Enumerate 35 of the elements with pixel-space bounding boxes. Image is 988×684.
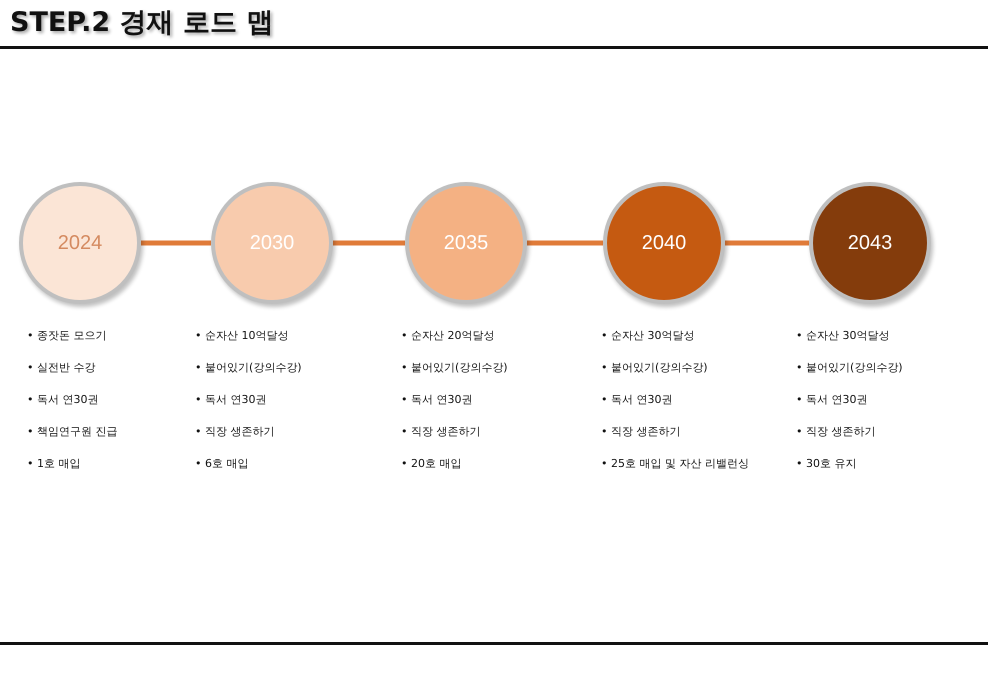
goal-list-item: • 실전반 수강 <box>27 360 96 376</box>
goal-list-item: • 직장 생존하기 <box>601 424 680 440</box>
goal-list-item: • 독서 연30권 <box>401 392 472 408</box>
goal-list-item: • 직장 생존하기 <box>401 424 480 440</box>
goal-list-item: • 20호 매입 <box>401 456 462 472</box>
connector-line <box>141 240 211 246</box>
goal-list-item: • 독서 연30권 <box>601 392 672 408</box>
connector-line <box>333 240 405 246</box>
goal-list-item: • 독서 연30권 <box>27 392 98 408</box>
year-label: 2035 <box>444 231 488 255</box>
goal-list-item: • 독서 연30권 <box>796 392 868 408</box>
goal-list-item: • 6호 매입 <box>195 456 248 472</box>
connector-line <box>725 240 809 246</box>
goal-list-item: • 붙어있기(강의수강) <box>796 360 903 376</box>
goal-list-item: • 순자산 10억달성 <box>195 328 288 344</box>
goal-list-item: • 순자산 20억달성 <box>401 328 494 344</box>
goal-list-item: • 1호 매입 <box>27 456 80 472</box>
goal-list-item: • 책임연구원 진급 <box>27 424 118 440</box>
year-label: 2040 <box>642 231 686 255</box>
goal-list-item: • 순자산 30억달성 <box>601 328 694 344</box>
goal-list-item: • 종잣돈 모으기 <box>27 328 106 344</box>
page-title: STEP.2 경재 로드 맵 <box>10 6 274 40</box>
goal-list-item: • 30호 유지 <box>796 456 856 472</box>
goal-list-item: • 직장 생존하기 <box>796 424 876 440</box>
goal-list-item: • 붙어있기(강의수강) <box>195 360 302 376</box>
goal-list-item: • 직장 생존하기 <box>195 424 274 440</box>
goal-list-item: • 붙어있기(강의수강) <box>401 360 508 376</box>
goal-list-item: • 25호 매입 및 자산 리밸런싱 <box>601 456 749 472</box>
year-label: 2024 <box>58 231 102 255</box>
year-label: 2043 <box>848 231 892 255</box>
goal-list-item: • 독서 연30권 <box>195 392 266 408</box>
goal-list-item: • 붙어있기(강의수강) <box>601 360 708 376</box>
goal-list-item: • 순자산 30억달성 <box>796 328 890 344</box>
year-label: 2030 <box>250 231 294 255</box>
connector-line <box>527 240 603 246</box>
